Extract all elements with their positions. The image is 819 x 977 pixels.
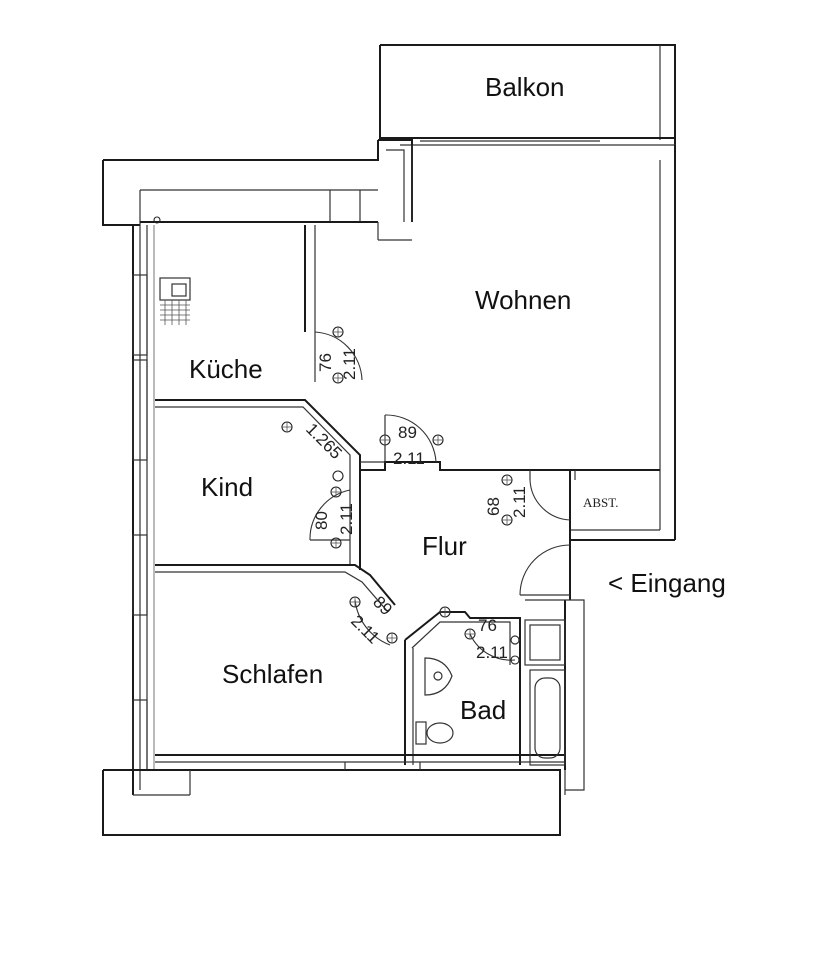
door-dim-bad-width: 76 [478, 616, 497, 635]
interior-walls [155, 225, 660, 770]
room-label-abst: ABST. [583, 495, 619, 510]
door-flur-wohnen [379, 414, 444, 463]
door-kueche-wohnen [314, 326, 363, 384]
entrance-label: < Eingang [608, 568, 726, 598]
door-dim-schlafen-height: 2.11 [347, 611, 383, 647]
kitchen-stove [153, 216, 191, 325]
door-dim-kind2-height: 2.11 [337, 503, 356, 535]
door-dim-kind1-width: 1.265 [302, 419, 346, 463]
room-label-balkon: Balkon [485, 72, 565, 102]
bathroom-fixtures [415, 619, 566, 766]
door-dim-kueche-width: 76 [316, 353, 335, 372]
door-dim-abst-width: 68 [484, 497, 503, 516]
room-label-kind: Kind [201, 472, 253, 502]
exterior-walls [102, 44, 676, 836]
room-label-flur: Flur [422, 531, 467, 561]
room-label-wohnen: Wohnen [475, 285, 571, 315]
door-bad-flur [439, 606, 520, 665]
room-label-schlafen: Schlafen [222, 659, 323, 689]
door-dim-kueche-height: 2.11 [340, 348, 359, 380]
door-dim-wohnen-width: 89 [398, 423, 417, 442]
door-dim-kind2-width: 80 [312, 511, 331, 530]
door-dim-wohnen-height: 2.11 [393, 449, 425, 468]
room-label-kueche: Küche [189, 354, 263, 384]
room-label-bad: Bad [460, 695, 506, 725]
door-abst [501, 474, 571, 526]
door-dim-bad-height: 2.11 [476, 643, 508, 662]
door-kueche-kind [281, 421, 293, 433]
door-entrance [519, 544, 571, 596]
door-schlafen-flur [349, 596, 398, 646]
door-dim-abst-height: 2.11 [510, 486, 529, 518]
door-dim-schlafen-width: 89 [369, 592, 396, 619]
door-kind-flur [309, 470, 351, 549]
